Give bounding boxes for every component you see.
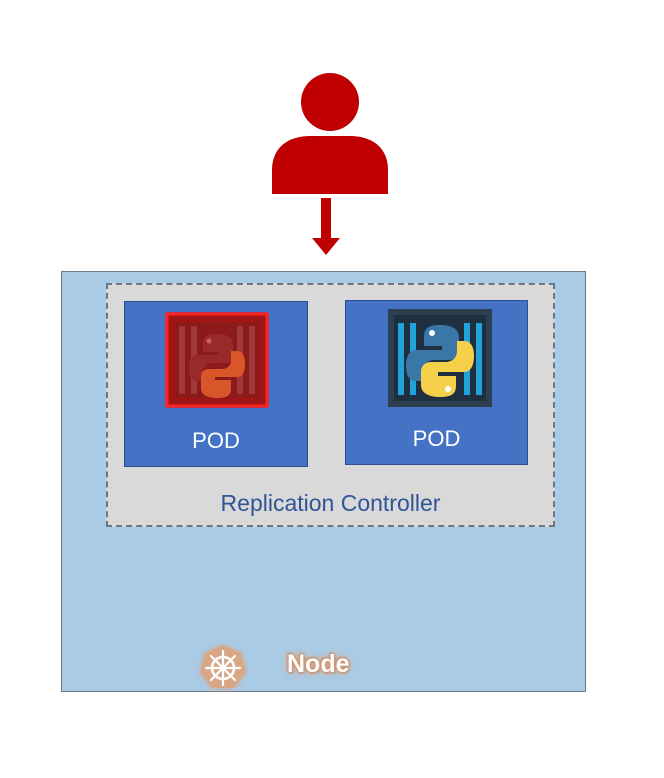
replication-controller-label: Replication Controller [220, 490, 441, 516]
pod-label: POD [412, 426, 461, 451]
node-label: Node [287, 650, 350, 678]
pod-label: POD [192, 428, 240, 453]
kubernetes-helm-icon [200, 645, 246, 688]
user-icon [272, 73, 388, 194]
pod-failed: POD [124, 301, 308, 467]
python-container-icon-failed [165, 312, 269, 408]
pod-running: POD [345, 300, 528, 465]
python-container-icon [388, 309, 492, 407]
arrow-down-icon [312, 198, 340, 255]
